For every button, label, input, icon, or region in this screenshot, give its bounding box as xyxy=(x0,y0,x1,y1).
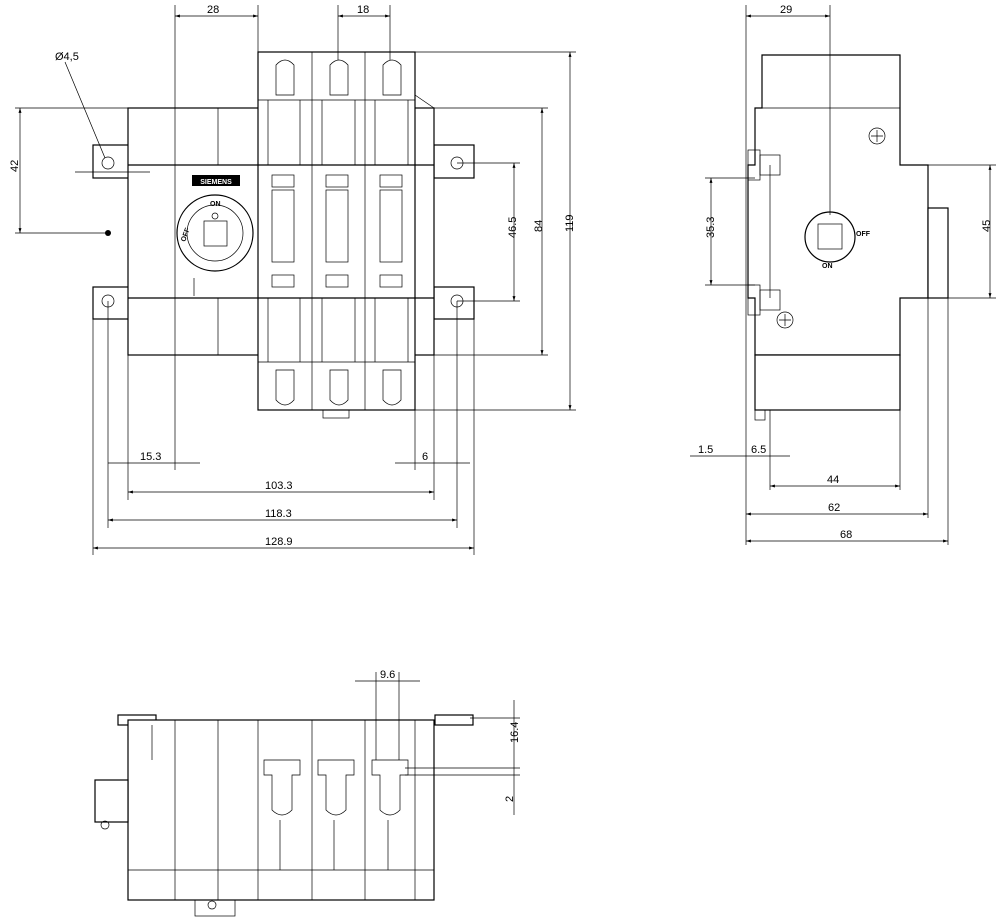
dim-44: 44 xyxy=(827,474,839,486)
front-dimension-labels: 28 18 Ø4,5 42 46.5 84 119 15.3 6 103.3 1… xyxy=(9,4,576,548)
dim-128-9: 128.9 xyxy=(265,536,293,548)
side-view: ON OFF xyxy=(747,54,949,421)
front-view: SIEMENS ON OFF xyxy=(92,51,475,419)
dim-16-4: 16.4 xyxy=(509,722,521,743)
dim-42: 42 xyxy=(9,160,21,172)
side-dimension-labels: 29 35.3 45 1.5 6.5 44 62 68 xyxy=(698,4,993,541)
side-position-off-label: OFF xyxy=(856,231,871,238)
brand-logo: SIEMENS xyxy=(200,179,232,186)
brand-plate xyxy=(192,175,240,186)
mounting-ear-bottom-right xyxy=(433,286,475,320)
dim-6-5: 6.5 xyxy=(751,444,766,456)
bottom-dimensions xyxy=(355,672,520,815)
dim-6: 6 xyxy=(422,451,428,463)
dim-84: 84 xyxy=(533,220,545,232)
bottom-dimension-labels: 9.6 16.4 2 xyxy=(380,669,521,802)
dim-45: 45 xyxy=(981,220,993,232)
position-on-label: ON xyxy=(210,201,221,208)
dim-62: 62 xyxy=(828,502,840,514)
mounting-ear-bottom-left xyxy=(92,286,130,320)
dim-68: 68 xyxy=(840,529,852,541)
side-position-on-label: ON xyxy=(822,263,833,270)
dim-hole-diameter: Ø4,5 xyxy=(55,51,79,63)
dim-35-3: 35.3 xyxy=(705,217,717,238)
pole-block xyxy=(257,51,416,411)
dim-46-5: 46.5 xyxy=(507,217,519,238)
dim-103-3: 103.3 xyxy=(265,480,293,492)
mounting-ear-top-left xyxy=(92,144,130,179)
dim-9-6: 9.6 xyxy=(380,669,395,681)
dim-119: 119 xyxy=(564,214,576,232)
position-off-label: OFF xyxy=(180,227,192,243)
dim-28: 28 xyxy=(207,4,219,16)
dim-2: 2 xyxy=(504,796,516,802)
mounting-ear-top-right xyxy=(433,144,475,179)
front-dimensions xyxy=(15,5,576,555)
mounting-hole xyxy=(101,156,115,170)
side-dimensions xyxy=(690,5,996,545)
rotary-handle[interactable] xyxy=(176,194,254,272)
dim-1-5: 1.5 xyxy=(698,444,713,456)
dim-18: 18 xyxy=(357,4,369,16)
bottom-view xyxy=(94,714,474,917)
dim-29: 29 xyxy=(780,4,792,16)
dim-118-3: 118.3 xyxy=(265,508,292,520)
dim-15-3: 15.3 xyxy=(140,451,161,463)
